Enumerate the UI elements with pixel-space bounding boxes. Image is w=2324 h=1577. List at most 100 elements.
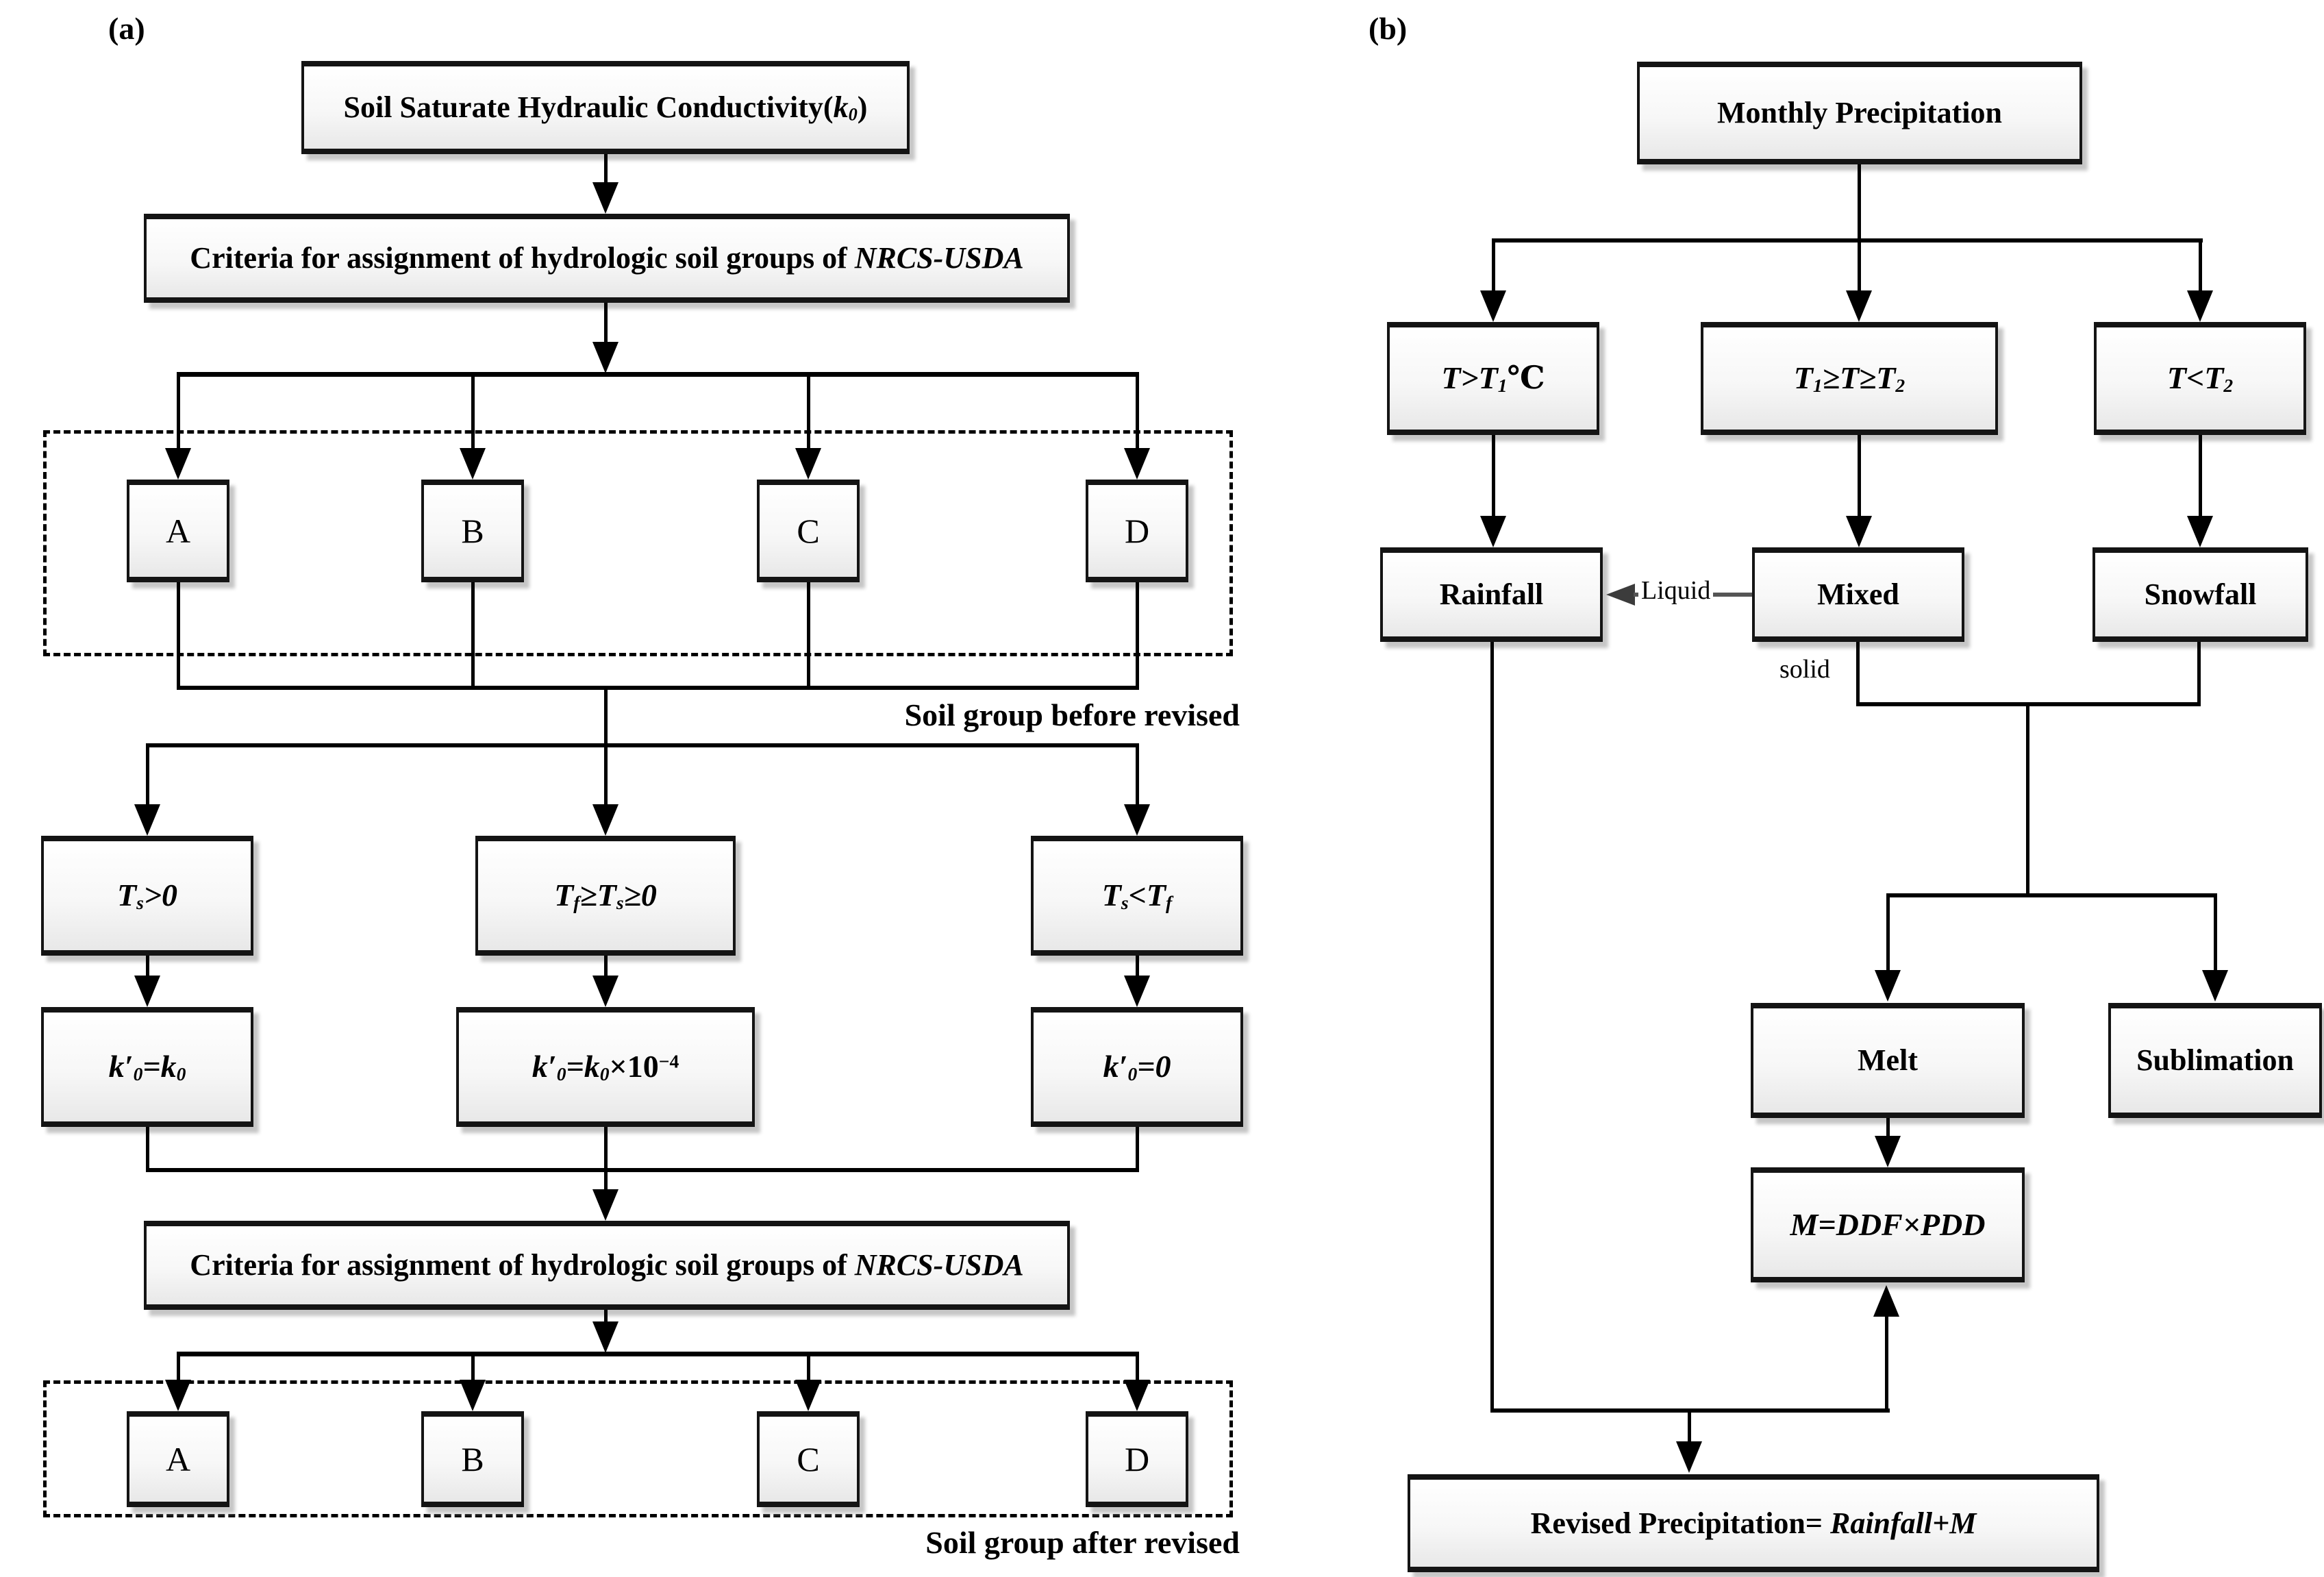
node-monthly-precipitation: Monthly Precipitation	[1637, 62, 2082, 164]
group-letter: C	[797, 1440, 820, 1478]
formula-text: Ts<Tf	[1102, 878, 1172, 914]
node-monthly-precipitation-text: Monthly Precipitation	[1717, 96, 2002, 130]
text-segment: 0	[1127, 1063, 1138, 1085]
arrowhead-down	[592, 1321, 619, 1353]
text-segment: T	[1101, 878, 1121, 913]
connector-line	[2026, 706, 2029, 895]
arrowhead-down	[1480, 516, 1506, 547]
connector-line	[604, 1127, 608, 1169]
text-segment: k	[584, 1049, 600, 1084]
node-revised-precipitation: Revised Precipitation= Rainfall+M	[1408, 1474, 2099, 1572]
node-k-zero: k′0=0	[1031, 1007, 1243, 1127]
node-soil-conductivity-text: Soil Saturate Hydraulic Conductivity(k0)	[344, 90, 868, 125]
text-segment: Soil Saturate Hydraulic Conductivity(	[343, 90, 834, 124]
node-k-reduced: k′0=k0×10−4	[456, 1007, 755, 1127]
connector-line	[604, 688, 608, 745]
connector-line	[2197, 642, 2201, 706]
arrowhead-down	[1124, 448, 1150, 480]
connector-line	[2214, 896, 2217, 971]
connector-line	[807, 1354, 810, 1382]
node-k-unchanged: k′0=k0	[41, 1007, 253, 1127]
text-segment: T	[1839, 360, 1860, 396]
connector-line	[1492, 241, 1495, 293]
arrowhead-down	[2187, 516, 2213, 547]
text-segment: <	[1128, 878, 1147, 913]
text-segment: T	[1876, 360, 1896, 396]
arrowhead-down	[1124, 1380, 1150, 1411]
formula-text: M=DDF×PDD	[1790, 1207, 1986, 1243]
group-letter: A	[165, 1440, 191, 1478]
text-segment: k	[160, 1049, 177, 1084]
node-snowfall-text: Snowfall	[2144, 578, 2257, 612]
text-segment: ≥	[1859, 360, 1877, 396]
connector-line	[146, 956, 149, 980]
arrowhead-down	[592, 976, 619, 1007]
connector-line	[807, 375, 810, 448]
group-letter: B	[461, 512, 484, 550]
text-segment: T	[2166, 360, 2186, 396]
node-cond-ts-positive: Ts>0	[41, 836, 253, 956]
text-segment: <	[2186, 360, 2205, 396]
node-group-b-before: B	[421, 480, 524, 582]
split-bar	[146, 743, 1139, 747]
text-segment: Rainfall+M	[1829, 1506, 1977, 1540]
arrowhead-down	[592, 804, 619, 836]
node-melt-text: Melt	[1858, 1043, 1918, 1078]
text-segment: s	[616, 892, 624, 914]
text-segment: ≥	[623, 878, 641, 913]
text-segment: 0	[1155, 1049, 1171, 1084]
node-cond-tf-ts: Tf≥Ts≥0	[475, 836, 736, 956]
text-segment: >	[143, 878, 162, 913]
connector-line	[1136, 582, 1139, 688]
text-segment: 2	[1895, 375, 1906, 397]
node-criteria-top-text: Criteria for assignment of hydrologic so…	[190, 241, 1023, 275]
caption-before-revised: Soil group before revised	[904, 697, 1240, 732]
group-letter: C	[797, 512, 820, 550]
connector-line	[604, 746, 608, 806]
text-segment: −4	[658, 1050, 679, 1072]
connector-line	[1136, 375, 1139, 448]
node-snowfall: Snowfall	[2092, 547, 2308, 642]
connector-line	[1858, 164, 1861, 241]
merge-bar	[177, 686, 1139, 690]
text-segment: =	[1137, 1049, 1155, 1084]
text-segment: s	[136, 892, 144, 914]
formula-text: T1≥T≥T2	[1794, 360, 1905, 397]
connector-line	[604, 1171, 608, 1193]
text-segment: 0	[162, 878, 178, 913]
arrowhead-down	[1676, 1441, 1702, 1473]
text-segment: T	[554, 878, 574, 913]
connector-line	[146, 746, 149, 806]
merge-bar	[1490, 1408, 1890, 1413]
arrowhead-down	[460, 448, 486, 480]
text-segment: )	[857, 90, 868, 124]
text-segment: 1	[1497, 375, 1508, 397]
solid-label: solid	[1779, 655, 1830, 684]
formula-text: T>T1℃	[1441, 360, 1545, 397]
connector-line	[1688, 1413, 1691, 1445]
node-criteria-top: Criteria for assignment of hydrologic so…	[144, 214, 1070, 303]
node-group-b-after: B	[421, 1411, 524, 1507]
arrowhead-down	[1875, 970, 1901, 1002]
group-letter: B	[461, 1440, 484, 1478]
node-criteria-bottom: Criteria for assignment of hydrologic so…	[144, 1221, 1070, 1310]
text-segment: k	[833, 90, 849, 124]
arrowhead-down	[592, 182, 619, 214]
text-segment: T	[116, 878, 137, 913]
connector-line	[471, 1354, 475, 1382]
connector-line	[177, 582, 180, 688]
node-group-d-after: D	[1086, 1411, 1188, 1507]
node-rainfall: Rainfall	[1380, 547, 1603, 642]
arrowhead-down	[2202, 970, 2228, 1002]
text-segment: >	[1460, 360, 1479, 396]
formula-text: k′0=k0×10−4	[532, 1049, 679, 1085]
arrowhead-down	[134, 976, 160, 1007]
arrowhead-down	[1846, 516, 1872, 547]
text-segment: 2	[2223, 375, 2234, 397]
node-group-c-after: C	[757, 1411, 860, 1507]
text-segment: T	[1146, 878, 1166, 913]
text-segment: 0	[556, 1063, 566, 1085]
connector-line	[146, 1127, 149, 1169]
node-group-a-after: A	[127, 1411, 229, 1507]
